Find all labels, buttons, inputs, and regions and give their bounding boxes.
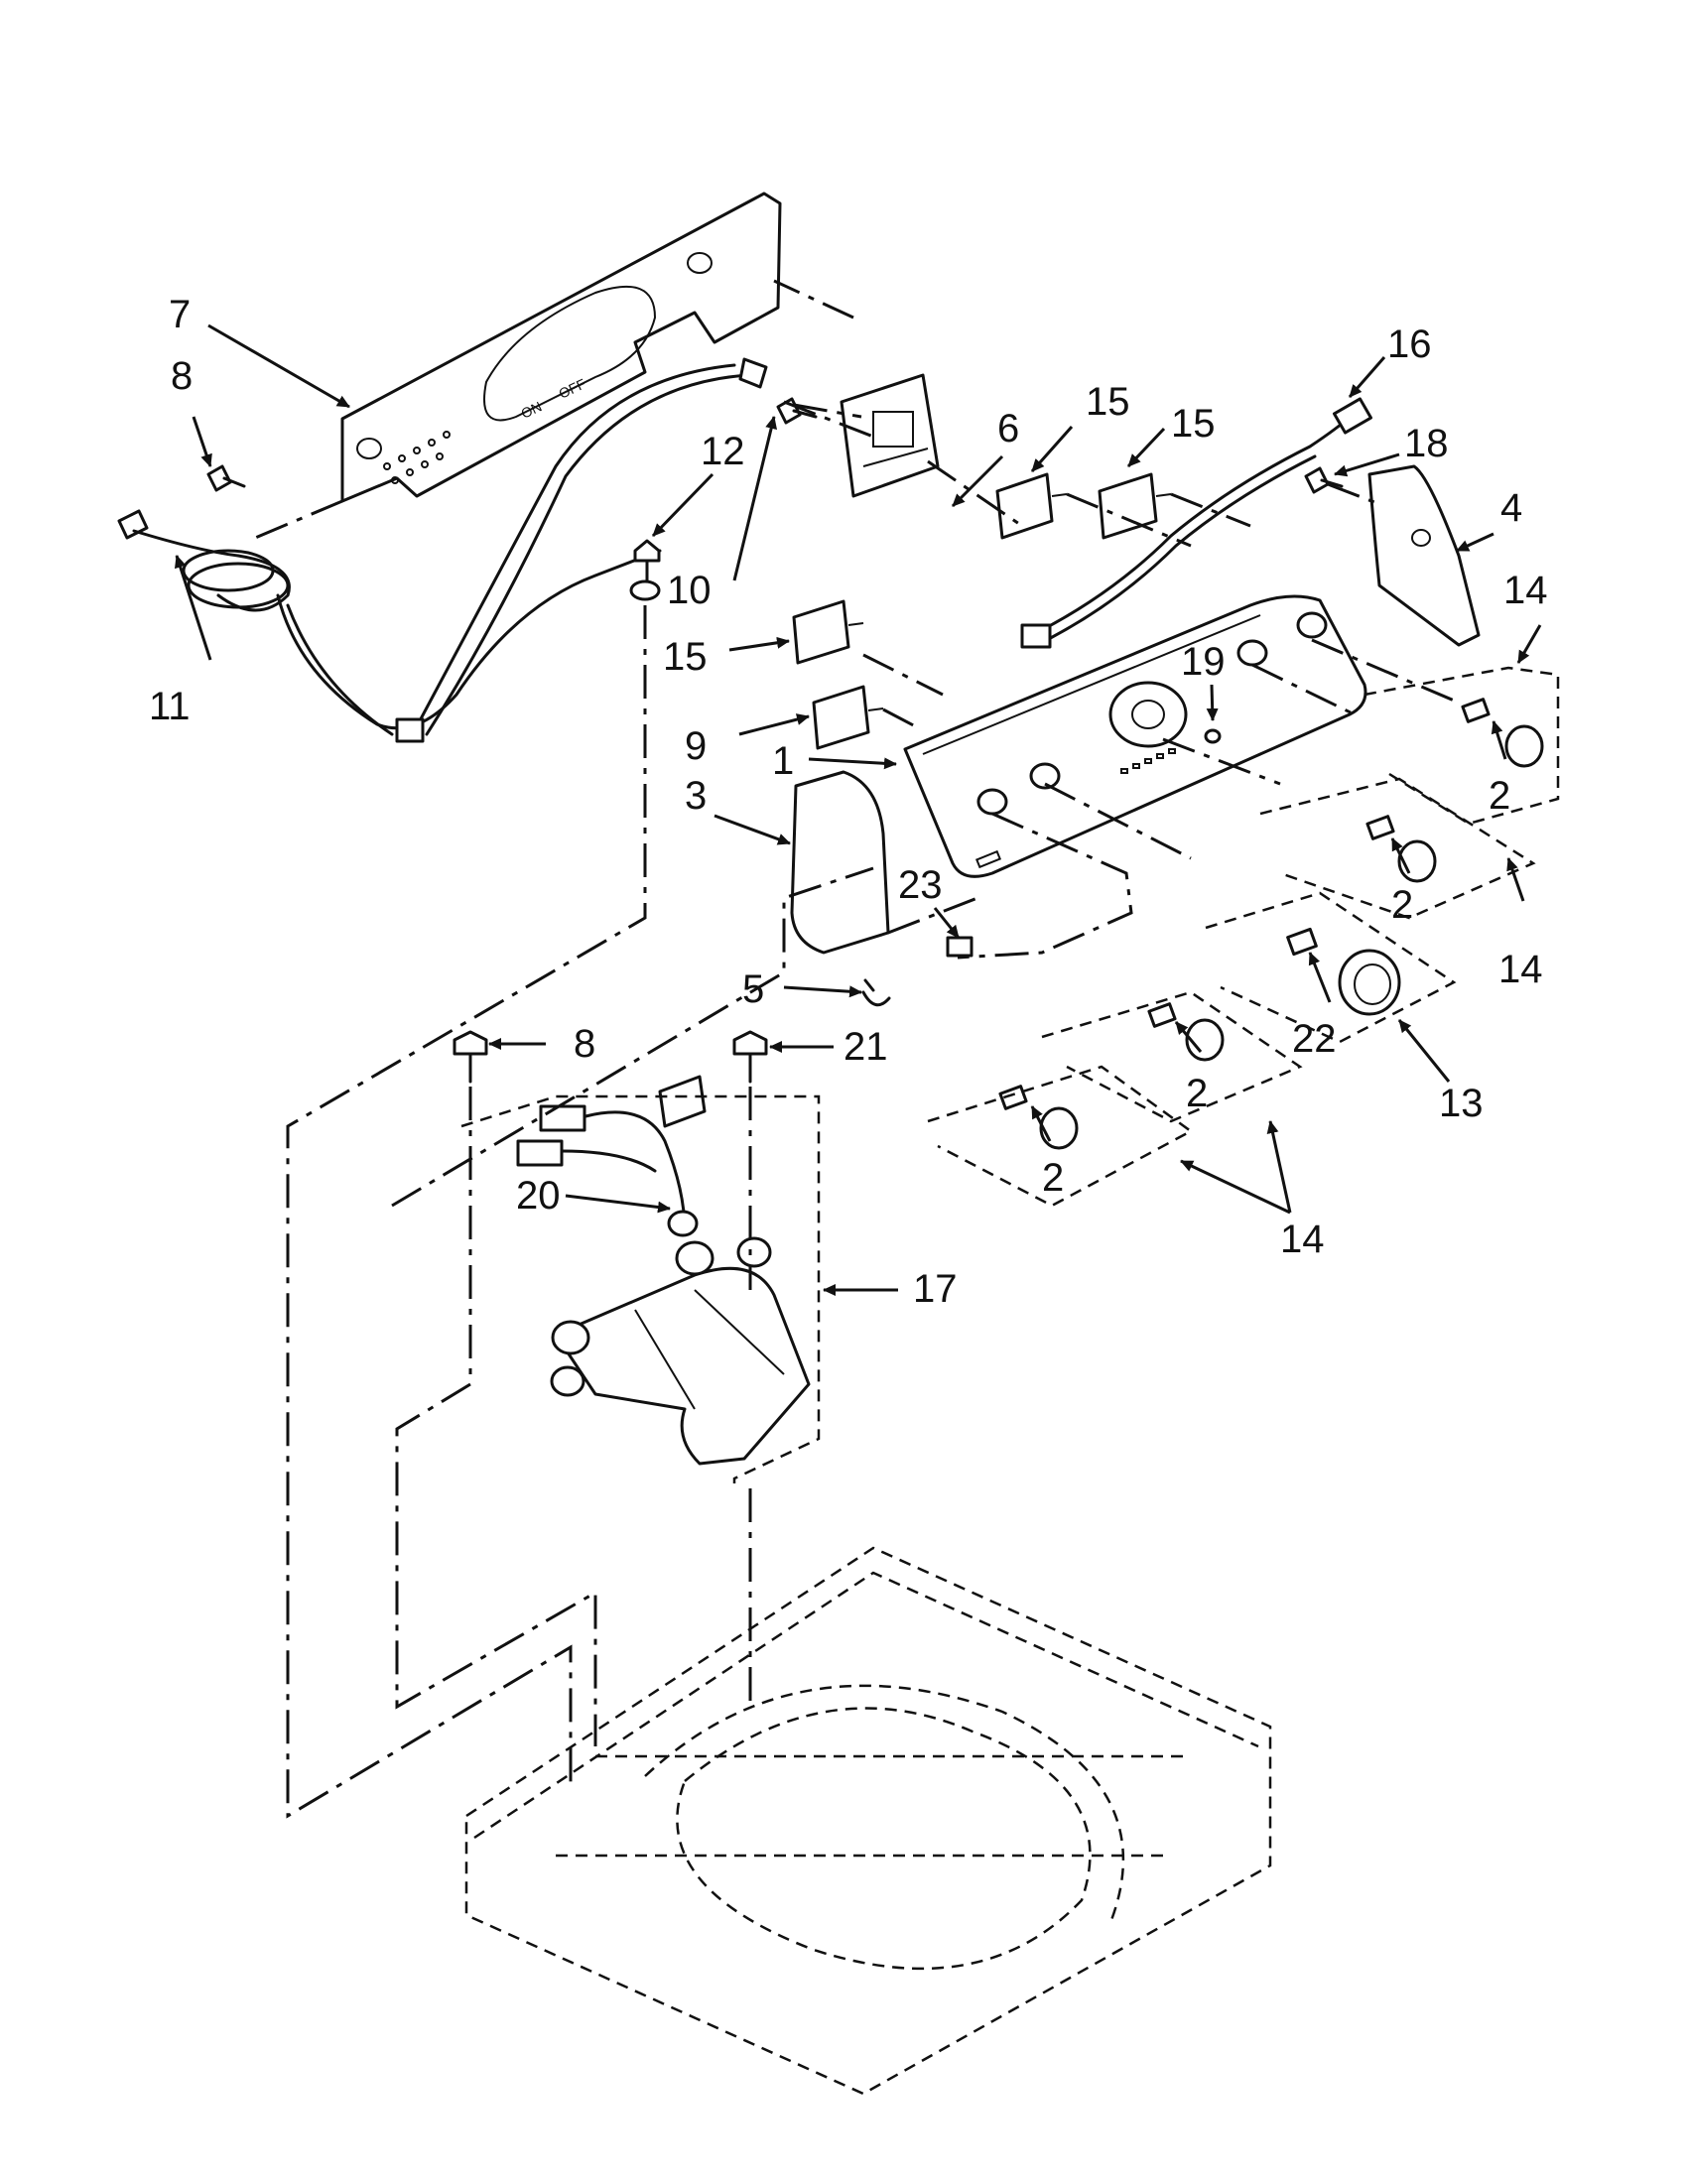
wire-harness-part-20 <box>516 1075 707 1237</box>
callout-14-right: 14 <box>1503 569 1548 612</box>
switch-part-15-b <box>1098 472 1172 540</box>
console-part-1 <box>903 594 1367 878</box>
callout-labels: 7 8 12 11 10 6 15 15 16 18 4 14 15 19 9 … <box>149 293 1548 1311</box>
clip-part-5 <box>861 978 891 1007</box>
end-cap-part-3 <box>790 770 890 955</box>
switch-part-15-c <box>792 599 864 665</box>
knob-part-14-mid-right <box>1365 815 1437 883</box>
end-cap-part-4 <box>1367 464 1481 647</box>
callout-22: 22 <box>1292 1017 1337 1061</box>
callout-11: 11 <box>149 685 191 728</box>
callout-17: 17 <box>913 1267 958 1311</box>
screw-part-8-top <box>206 464 246 492</box>
led-part-23 <box>946 936 974 958</box>
assembly-lines <box>247 279 1460 1819</box>
callout-23: 23 <box>898 863 943 907</box>
callout-5: 5 <box>742 967 764 1011</box>
rear-panel-part-7: ON OFF <box>340 192 782 503</box>
callout-14-bottom: 14 <box>1280 1218 1325 1261</box>
callout-2-mid-left: 2 <box>1186 1072 1208 1115</box>
callout-21: 21 <box>844 1025 888 1069</box>
callout-14-mid: 14 <box>1498 948 1543 991</box>
knob-part-14-top-right <box>1461 698 1544 768</box>
wire-harness-part-16 <box>1020 397 1372 649</box>
control-board-part-6 <box>840 373 940 498</box>
callout-15-a: 15 <box>1086 380 1130 424</box>
callout-20: 20 <box>516 1174 561 1218</box>
callout-8-top: 8 <box>171 354 193 398</box>
callout-18: 18 <box>1404 422 1449 465</box>
callout-10: 10 <box>667 569 712 612</box>
callout-2-mid-right: 2 <box>1391 883 1413 927</box>
screw-part-12 <box>629 539 661 601</box>
callout-16: 16 <box>1387 322 1432 366</box>
callout-1: 1 <box>772 739 794 783</box>
callout-8-lower: 8 <box>574 1022 595 1066</box>
water-valve-dispenser-part-17 <box>550 1236 811 1466</box>
callout-3: 3 <box>685 774 707 818</box>
callout-13: 13 <box>1439 1082 1484 1125</box>
callout-6: 6 <box>997 407 1019 450</box>
callout-15-b: 15 <box>1171 402 1216 446</box>
callout-arrows <box>174 323 1542 1296</box>
switch-part-9 <box>812 685 884 750</box>
screw-part-21 <box>732 1030 768 1084</box>
knob-part-14-mid-left <box>1147 1002 1225 1062</box>
callout-4: 4 <box>1500 486 1522 530</box>
switch-part-15-a <box>995 472 1068 540</box>
callout-19: 19 <box>1181 640 1226 684</box>
callout-9: 9 <box>685 724 707 768</box>
callout-2-top-right: 2 <box>1489 774 1510 818</box>
knob-assembly-outlines <box>927 666 1560 1208</box>
selector-knob-part-13 <box>1286 927 1401 1016</box>
callout-7: 7 <box>169 293 191 336</box>
callout-12: 12 <box>701 430 745 473</box>
callout-2-bottom-left: 2 <box>1042 1156 1064 1200</box>
cabinet-top-outline <box>464 1546 1272 2096</box>
power-cord-part-11 <box>117 357 768 743</box>
callout-15-c: 15 <box>663 635 708 679</box>
screw-part-8-lower <box>453 1030 488 1084</box>
